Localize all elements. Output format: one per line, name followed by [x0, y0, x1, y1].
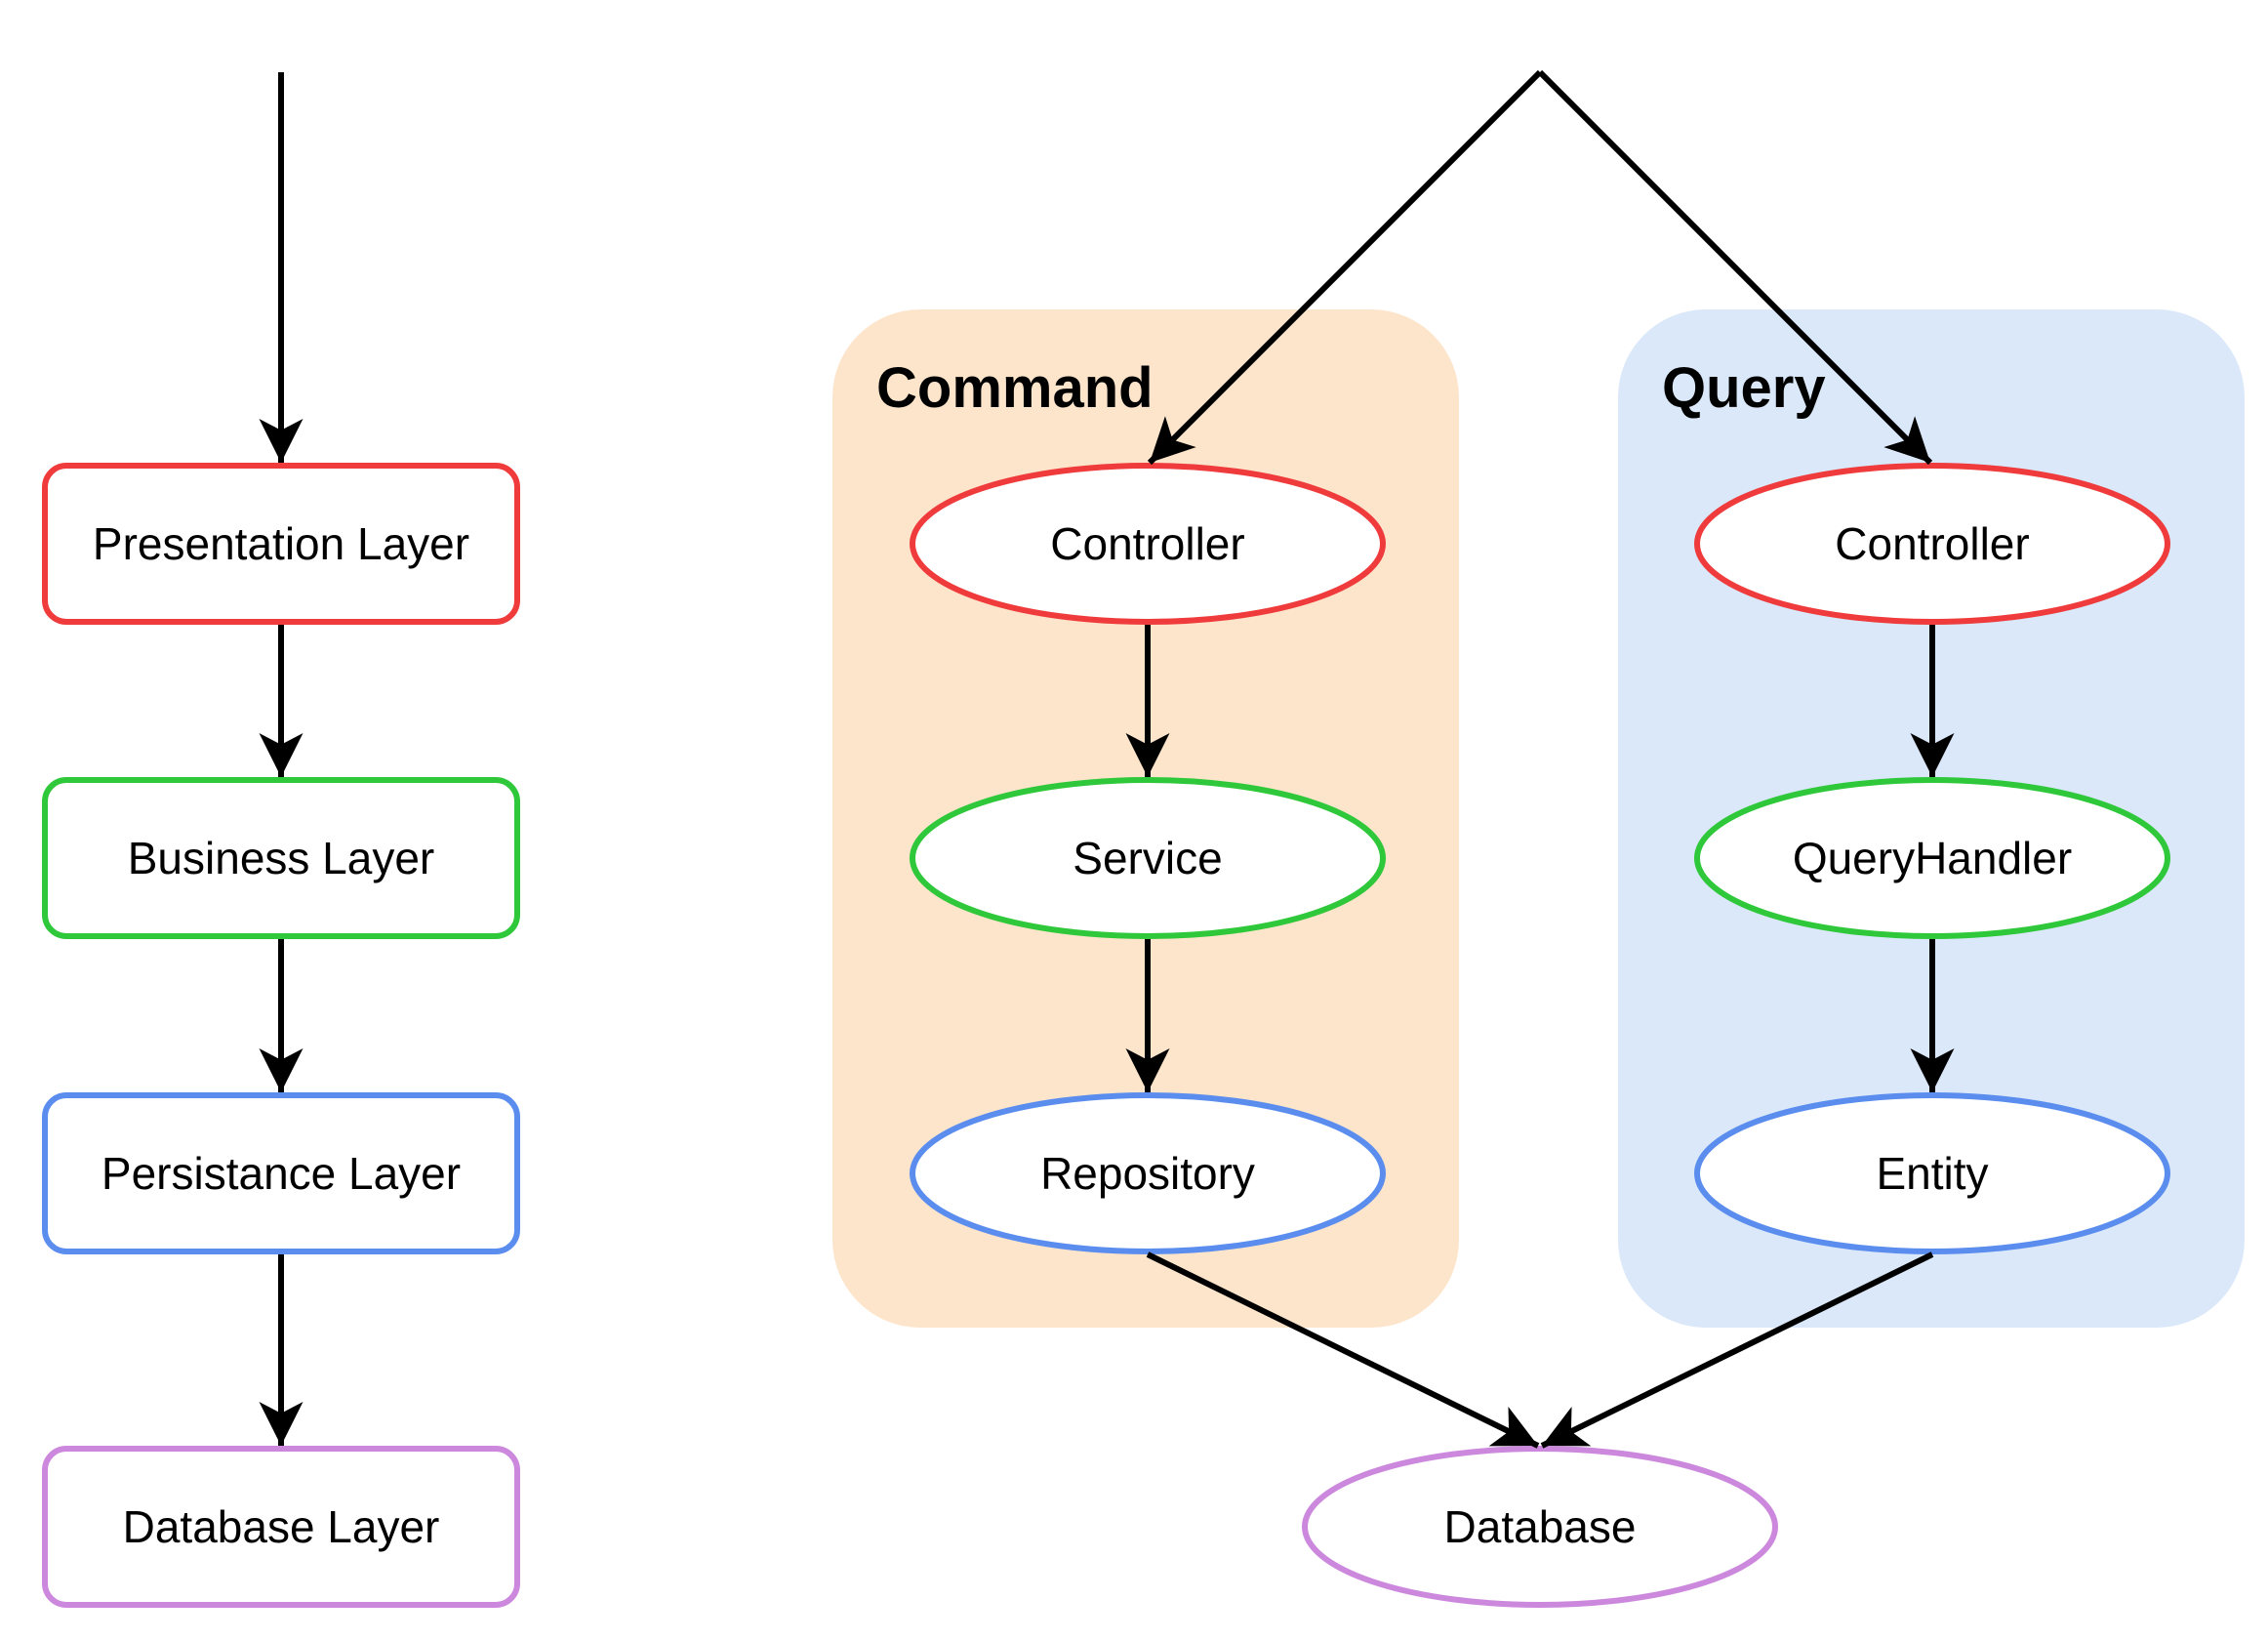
- database-layer-label: Database Layer: [123, 1501, 440, 1552]
- business-layer-label: Business Layer: [128, 833, 435, 883]
- query-controller-label: Controller: [1835, 518, 2029, 569]
- persistence-layer-box: [42, 1092, 520, 1254]
- arrow-repository-to-database: [1146, 1251, 1540, 1449]
- command-service-label: Service: [1073, 833, 1222, 883]
- query-handler-label: QueryHandler: [1793, 833, 2072, 883]
- command-repository-label: Repository: [1040, 1148, 1255, 1199]
- presentation-layer-label: Presentation Layer: [93, 518, 469, 569]
- arrow-entry-to-query-controller: [1537, 69, 1933, 466]
- query-entity-node: [1694, 1092, 2170, 1254]
- command-controller-node: [910, 463, 1386, 625]
- command-controller-label: Controller: [1050, 518, 1244, 569]
- arrow-entry-to-command-controller: [1147, 69, 1543, 466]
- database-label: Database: [1444, 1501, 1637, 1552]
- query-entity-label: Entity: [1876, 1148, 1988, 1199]
- database-node: [1302, 1446, 1778, 1608]
- database-layer-box: [42, 1446, 520, 1608]
- query-group-title: Query: [1662, 356, 1826, 420]
- query-handler-node: [1694, 777, 2170, 939]
- business-layer-box: [42, 777, 520, 939]
- command-group-title: Command: [876, 356, 1154, 420]
- query-controller-node: [1694, 463, 2170, 625]
- persistence-layer-label: Persistance Layer: [101, 1148, 461, 1199]
- presentation-layer-box: [42, 463, 520, 625]
- command-service-node: [910, 777, 1386, 939]
- arrow-entity-to-database: [1540, 1251, 1934, 1449]
- command-repository-node: [910, 1092, 1386, 1254]
